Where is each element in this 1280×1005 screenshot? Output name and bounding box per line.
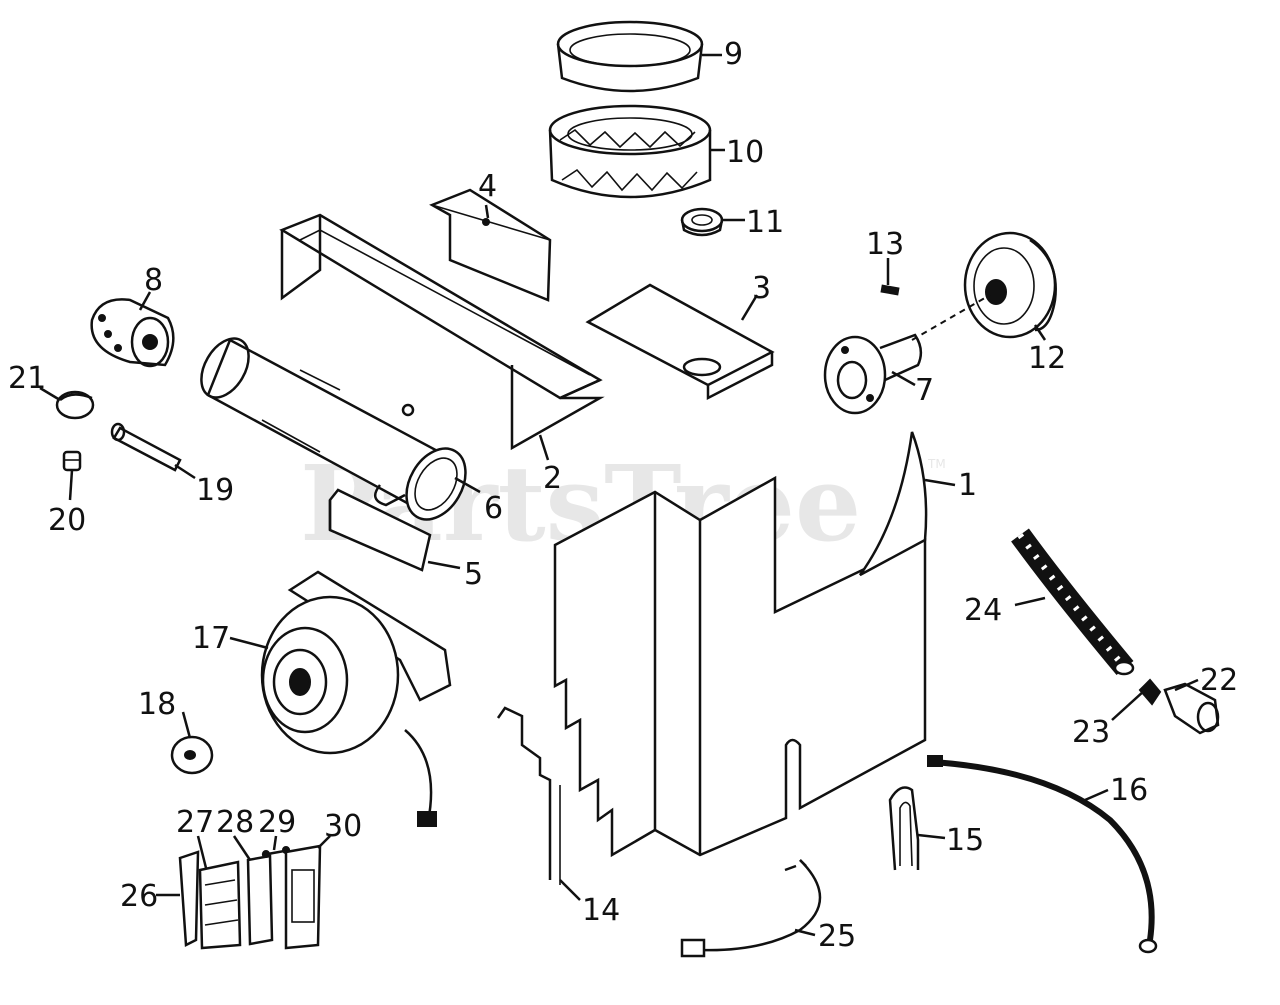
label-part-25: 25 (818, 919, 856, 954)
label-part-30: 30 (324, 809, 362, 844)
label-part-12: 12 (1028, 341, 1066, 376)
part-5-bracket[interactable] (328, 488, 432, 572)
label-part-23: 23 (1072, 715, 1110, 750)
part-2-shroud[interactable] (279, 213, 605, 451)
label-part-22: 22 (1200, 663, 1238, 698)
label-part-27: 27 (176, 805, 214, 840)
label-part-19: 19 (196, 473, 234, 508)
label-part-24: 24 (964, 593, 1002, 628)
part-21-cap[interactable] (55, 390, 95, 420)
part-11-grommet[interactable] (680, 207, 724, 237)
part-30-cover[interactable] (284, 844, 322, 950)
label-part-21: 21 (8, 361, 46, 396)
label-part-29: 29 (258, 805, 296, 840)
label-part-17: 17 (192, 621, 230, 656)
part-6-muffler[interactable] (192, 330, 478, 530)
label-part-20: 20 (48, 503, 86, 538)
label-part-9: 9 (724, 37, 743, 72)
part-10-air-filter[interactable] (548, 104, 712, 199)
label-part-10: 10 (726, 135, 764, 170)
label-part-16: 16 (1110, 773, 1148, 808)
part-17-clutch[interactable] (260, 570, 452, 827)
part-22-valve[interactable] (1163, 682, 1220, 735)
label-part-26: 26 (120, 879, 158, 914)
label-part-4: 4 (478, 169, 497, 204)
part-3-plate[interactable] (585, 283, 775, 401)
part-12-pulley[interactable] (911, 231, 1057, 341)
label-part-7: 7 (915, 373, 934, 408)
label-part-6: 6 (484, 491, 503, 526)
part-14-rod[interactable] (496, 706, 561, 885)
label-part-14: 14 (582, 893, 620, 928)
part-18-washer[interactable] (170, 735, 214, 775)
label-part-2: 2 (543, 461, 562, 496)
part-19-dipstick-tube[interactable] (110, 422, 182, 472)
label-part-8: 8 (144, 263, 163, 298)
label-part-1: 1 (958, 468, 977, 503)
part-25-wire[interactable] (680, 859, 822, 958)
label-part-11: 11 (746, 205, 784, 240)
part-9-ring[interactable] (556, 20, 704, 93)
part-23-clamp[interactable] (1138, 678, 1162, 706)
part-13-key[interactable] (880, 284, 900, 296)
label-part-13: 13 (866, 227, 904, 262)
part-24-hose[interactable] (1011, 528, 1135, 676)
part-7-hub[interactable] (823, 333, 923, 415)
label-part-5: 5 (464, 557, 483, 592)
part-16-cable[interactable] (927, 755, 1158, 954)
watermark-trademark: TM (927, 457, 946, 471)
part-27-sheave[interactable] (198, 860, 242, 950)
label-part-3: 3 (752, 271, 771, 306)
label-part-15: 15 (946, 823, 984, 858)
part-20-plug[interactable] (62, 450, 82, 472)
part-15-clip[interactable] (888, 786, 920, 871)
part-29-screws[interactable] (261, 846, 291, 858)
part-26-pulley-half[interactable] (178, 850, 200, 947)
label-part-18: 18 (138, 687, 176, 722)
part-1-housing[interactable] (553, 431, 928, 858)
part-4-plate[interactable] (429, 188, 552, 302)
part-28-plate[interactable] (246, 854, 274, 946)
label-part-28: 28 (216, 805, 254, 840)
part-8-oil-filter[interactable] (90, 298, 175, 368)
leader-lines (39, 53, 1199, 937)
